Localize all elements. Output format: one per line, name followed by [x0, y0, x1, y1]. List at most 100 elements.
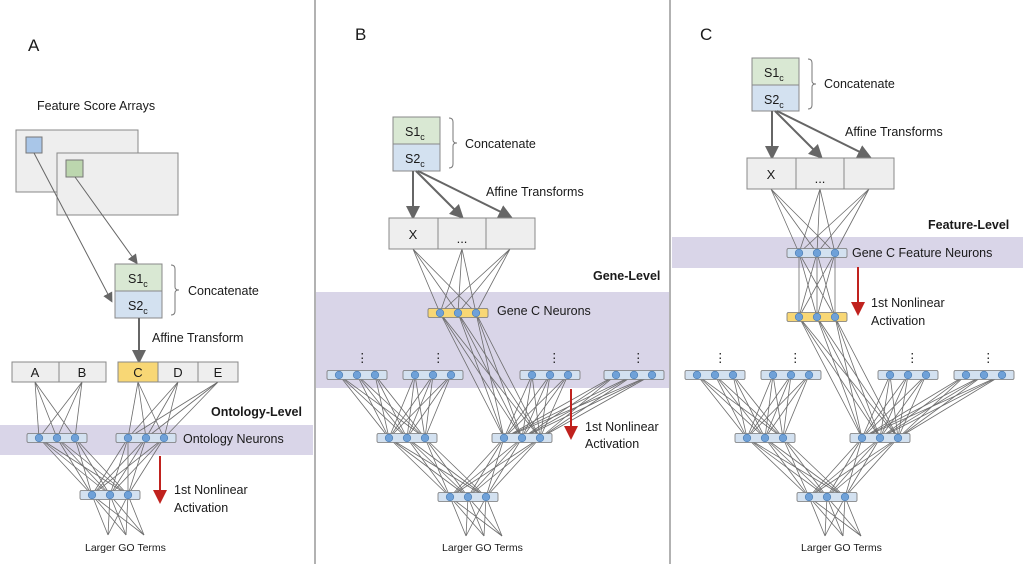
connection-edge	[412, 248, 441, 314]
connection-edge	[424, 437, 451, 498]
connection-edge	[145, 381, 219, 439]
ontology-neuron-bar	[115, 433, 177, 443]
connection-edge	[127, 494, 145, 536]
connection-edge	[34, 381, 58, 439]
panel-label: C	[700, 25, 712, 44]
connection-edge	[798, 252, 818, 318]
connection-edge	[503, 374, 635, 439]
neuron-node	[453, 308, 463, 318]
connection-edge	[764, 374, 810, 439]
ontology-neuron-bar	[26, 433, 88, 443]
connection-edge	[483, 496, 487, 537]
s1-box	[751, 57, 800, 86]
connection-edge	[127, 381, 219, 439]
neuron-node	[875, 433, 885, 443]
connection-edge	[816, 252, 836, 318]
transform-box-x-label: X	[409, 227, 418, 242]
transform-box-ellipsis	[437, 217, 487, 250]
connection-edge	[503, 374, 551, 439]
edges-layer	[34, 188, 1003, 537]
neuron-node	[70, 433, 80, 443]
concatenate-label: Concatenate	[188, 284, 259, 298]
connection-edge	[861, 374, 985, 439]
connection-edge	[125, 494, 129, 536]
neuron-node	[830, 248, 840, 258]
connection-edge	[696, 374, 748, 439]
s1-box	[114, 263, 163, 292]
ontology-box-b-label: B	[78, 365, 87, 380]
connection-edge	[457, 312, 505, 439]
connection-edge	[127, 381, 179, 439]
connection-edge	[461, 248, 477, 314]
connection-edge	[439, 248, 511, 314]
connection-edge	[746, 374, 792, 439]
affine-transforms-label: Affine Transforms	[486, 185, 584, 199]
ontology-box-c-label: C	[133, 365, 142, 380]
activation-label-line2: Activation	[871, 314, 925, 328]
neuron-node	[768, 370, 778, 380]
connection-edge	[824, 496, 828, 537]
connection-edge	[861, 374, 909, 439]
ontology-level-label: Ontology-Level	[211, 405, 302, 419]
connection-edge	[145, 381, 179, 439]
ontology-neuron-bar	[849, 433, 911, 443]
connection-edge	[475, 312, 523, 439]
s1-label: S1c	[764, 66, 784, 83]
gene-neuron-bar	[877, 370, 939, 380]
connection-edge	[539, 374, 653, 439]
neuron-node	[893, 433, 903, 443]
affine-transform-label: Affine Transform	[152, 331, 243, 345]
panel-b: B S1c S2c Concatenate Affine Transforms …	[355, 25, 660, 554]
neuron-node	[141, 433, 151, 443]
neuron-node	[822, 492, 832, 502]
neuron-node	[812, 248, 822, 258]
larger-go-terms-label: Larger GO Terms	[801, 542, 882, 554]
neuron-node	[420, 433, 430, 443]
concatenate-label: Concatenate	[465, 137, 536, 151]
connection-edge	[338, 374, 390, 439]
connection-edge	[374, 374, 390, 439]
ontology-group-ab: A B	[11, 361, 107, 383]
connection-edge	[465, 496, 469, 537]
transform-box-ellipsis	[795, 157, 845, 190]
connection-edge	[819, 188, 836, 254]
larger-go-terms-label: Larger GO Terms	[442, 542, 523, 554]
connection-edge	[732, 374, 784, 439]
gene-c-feature-neurons-label: Gene C Feature Neurons	[852, 246, 992, 260]
panel-c: C S1c S2c Concatenate Affine Transforms …	[700, 25, 1009, 554]
connection-edge	[746, 437, 810, 498]
connection-edge	[861, 374, 927, 439]
feature-level-band	[672, 237, 1023, 268]
s2-box	[751, 84, 800, 112]
connection-edge	[798, 188, 870, 254]
connection-edge	[879, 374, 1003, 439]
neuron-node	[611, 370, 621, 380]
connection-edge	[412, 248, 477, 314]
affine-arrow	[417, 170, 513, 218]
concatenate-label: Concatenate	[824, 77, 895, 91]
neuron-node	[527, 370, 537, 380]
connection-edge	[897, 374, 1003, 439]
connection-edge	[782, 374, 810, 439]
ellipsis-vertical: ⋮	[789, 351, 802, 365]
ellipsis-vertical: ⋮	[356, 351, 369, 365]
ontology-neurons-label: Ontology Neurons	[183, 432, 284, 446]
neuron-node	[921, 370, 931, 380]
connection-edge	[38, 437, 93, 496]
connection-edge	[388, 374, 434, 439]
connection-edge	[109, 437, 165, 496]
connection-edge	[879, 374, 927, 439]
s2-label: S2c	[405, 152, 425, 169]
neuron-node	[794, 312, 804, 322]
connection-edge	[424, 437, 469, 498]
brace-icon	[807, 58, 817, 110]
gene-c-neuron-bar	[427, 308, 489, 318]
connection-edge	[808, 496, 826, 537]
neuron-node	[692, 370, 702, 380]
connection-edge	[824, 496, 846, 537]
connection-edge	[356, 374, 390, 439]
connection-edge	[861, 374, 1003, 439]
connection-edge	[406, 374, 452, 439]
neuron-node	[857, 433, 867, 443]
connection-edge	[91, 494, 109, 536]
